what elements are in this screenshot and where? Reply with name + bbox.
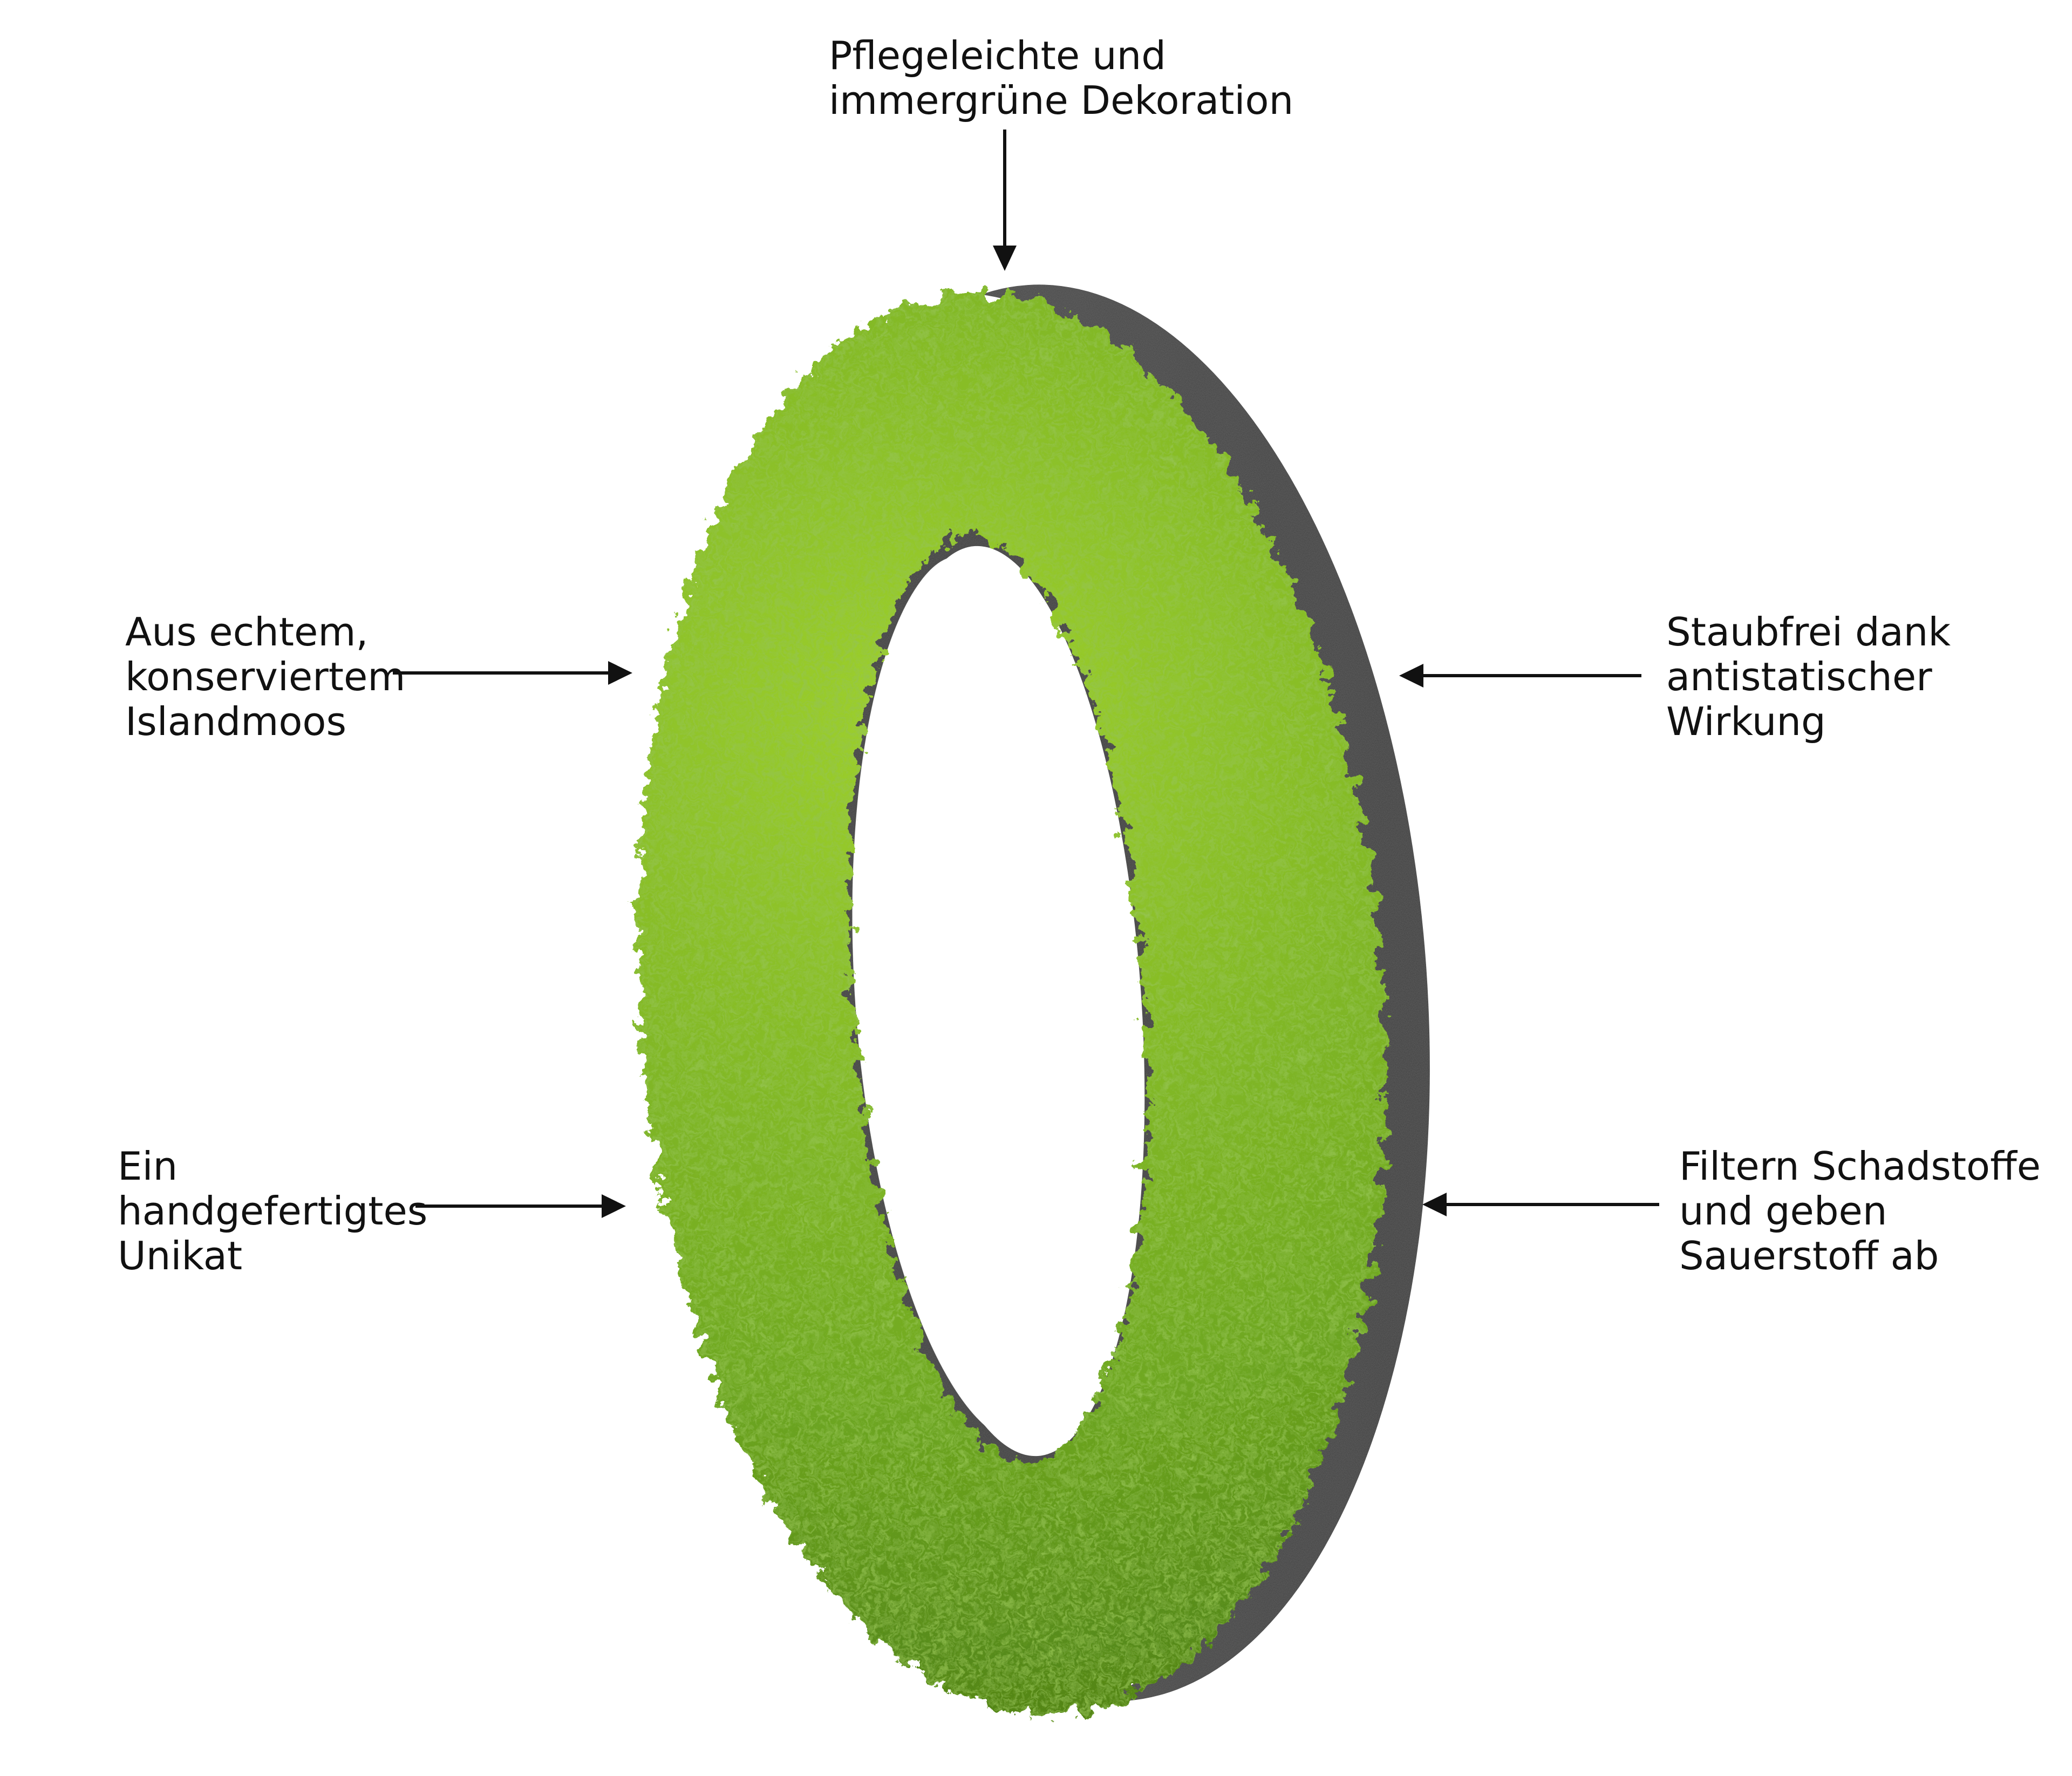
callout-bottom-right: Filtern Schadstoffe und geben Sauerstoff… [1679, 1144, 2041, 1278]
callout-middle-right-line-1: Staubfrei dank [1666, 609, 1951, 655]
arrow-middle-right [1399, 664, 1641, 688]
arrow-top [993, 130, 1017, 271]
callout-bottom-right-line-3: Sauerstoff ab [1679, 1233, 1939, 1278]
callout-bottom-right-line-1: Filtern Schadstoffe [1679, 1144, 2041, 1189]
callout-middle-left: Aus echtem, konserviertem Islandmoos [125, 610, 405, 744]
arrow-bottom-left [415, 1194, 626, 1218]
callout-middle-left-line-2: konserviertem [125, 654, 406, 699]
callout-bottom-left: Ein handgefertigtes Unikat [118, 1144, 427, 1278]
callout-bottom-right-line-2: und geben [1679, 1188, 1887, 1234]
callout-middle-right-line-2: antistatischer [1666, 654, 1932, 699]
arrow-middle-left [393, 661, 632, 685]
callout-bottom-left-line-1: Ein [118, 1144, 178, 1189]
callout-middle-right: Staubfrei dank antistatischer Wirkung [1666, 610, 1951, 744]
callout-middle-left-line-1: Aus echtem, [125, 609, 369, 655]
callout-middle-right-line-3: Wirkung [1666, 699, 1826, 744]
callout-bottom-left-line-3: Unikat [118, 1233, 243, 1278]
arrow-bottom-right [1422, 1193, 1659, 1216]
callout-top-line-1: Pflegeleichte und [829, 33, 1166, 78]
arrows [393, 130, 1659, 1218]
callout-middle-left-line-3: Islandmoos [125, 699, 346, 744]
callout-top-line-2: immergrüne Dekoration [829, 78, 1294, 123]
callout-bottom-left-line-2: handgefertigtes [118, 1188, 428, 1234]
callout-top: Pflegeleichte und immergrüne Dekoration [829, 33, 1293, 123]
